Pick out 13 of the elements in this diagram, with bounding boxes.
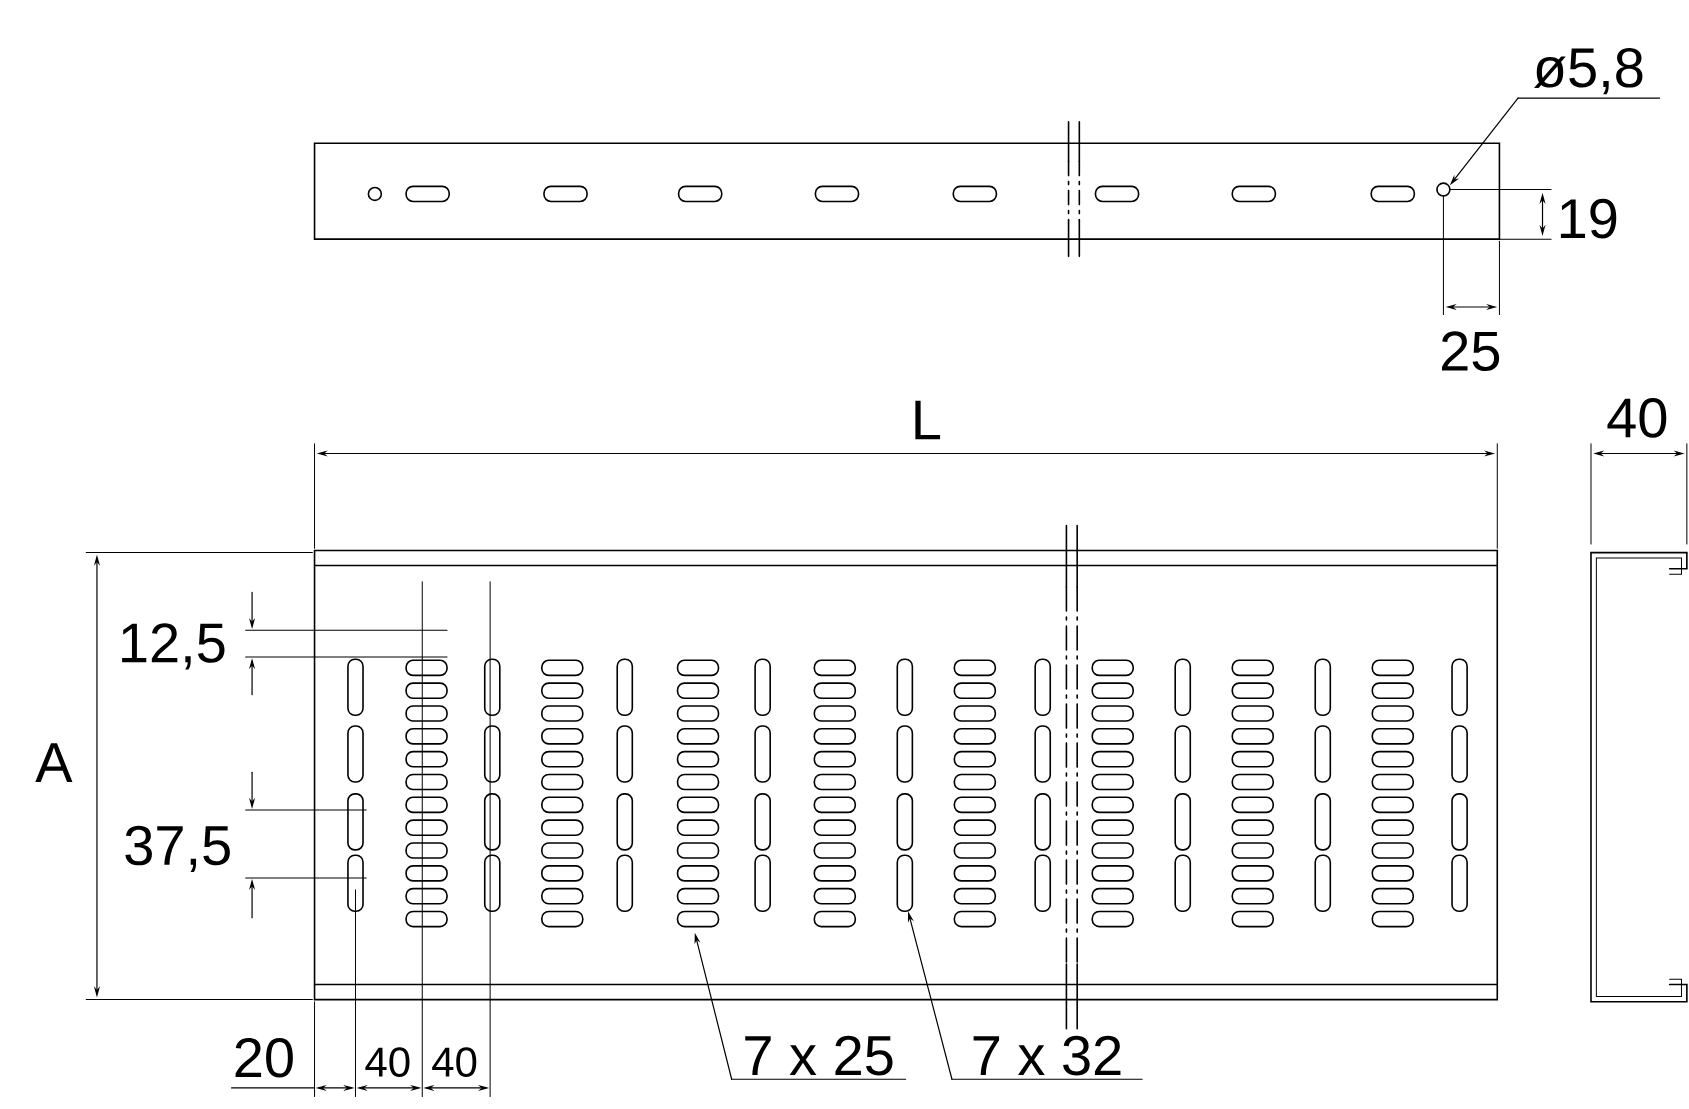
callout-label: ø5,8	[1517, 47, 1661, 99]
dimension-label: A	[35, 743, 73, 782]
dimension-label: 12,5	[122, 622, 225, 670]
dimension-label: 40	[432, 1047, 477, 1077]
dimension-label: 20	[235, 1037, 293, 1078]
dimension-label: 37,5	[125, 825, 230, 872]
dimension-label: 40	[365, 1047, 410, 1077]
dimension-label: 25	[1442, 331, 1500, 371]
dimension-label: 40	[1607, 397, 1667, 438]
dimension-label: 19	[1560, 198, 1617, 239]
callout-label: 7 x 25	[731, 1035, 907, 1080]
callout-label: 7 x 32	[951, 1035, 1143, 1080]
dimension-label: L	[915, 400, 941, 440]
